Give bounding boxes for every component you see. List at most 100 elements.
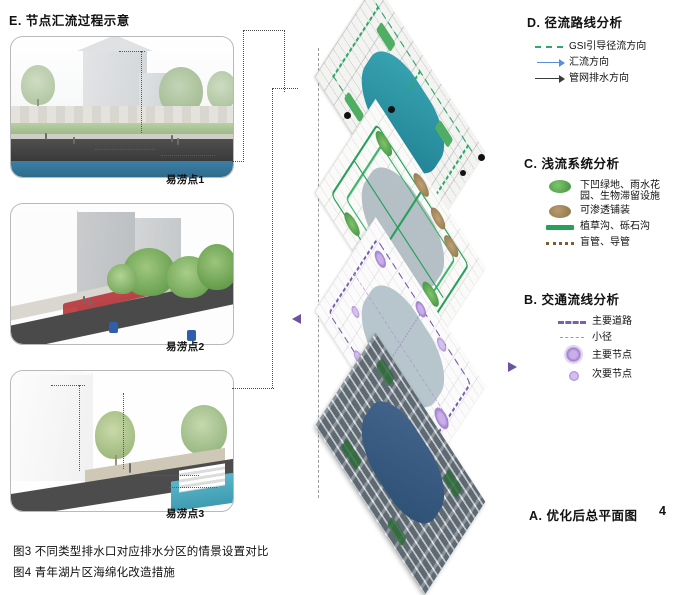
pedestrian xyxy=(83,296,85,303)
legend-label: 可渗透铺装 xyxy=(580,205,630,217)
legend-label: 小径 xyxy=(592,332,612,343)
legend-item: 汇流方向 xyxy=(535,57,646,70)
purple-burst-minor-icon xyxy=(558,369,588,382)
legend-item: 次要节点 xyxy=(558,369,632,382)
photo-3-caption: 易涝点3 xyxy=(166,508,205,520)
flow-dotted-line xyxy=(169,487,217,488)
photo-card-2 xyxy=(10,203,234,345)
pedestrian xyxy=(129,463,131,473)
panel-D-title: D. 径流路线分析 xyxy=(527,16,623,30)
leader-line xyxy=(272,88,298,89)
tree-icon xyxy=(107,264,137,294)
pedestrian xyxy=(45,133,47,140)
grass-swale xyxy=(11,123,233,134)
photo-1-render xyxy=(11,37,233,177)
leader-line xyxy=(243,30,285,31)
flow-dotted-line xyxy=(119,51,145,52)
legend-label: 汇流方向 xyxy=(569,57,609,68)
photo-2-render xyxy=(11,204,233,344)
tree-icon xyxy=(181,405,227,455)
dashed-green-line-icon xyxy=(535,41,565,54)
flow-dotted-line xyxy=(79,385,80,471)
outfall-node xyxy=(460,170,466,176)
figure-caption-3: 图3 不同类型排水口对应排水分区的情景设置对比 xyxy=(13,546,269,558)
tree-icon xyxy=(207,71,233,109)
legend-item: 小径 xyxy=(558,332,632,345)
leader-line xyxy=(272,88,273,388)
panel-B-legend: B. 交通流线分析 主要道路 小径 主要节点 次要节点 xyxy=(524,289,632,385)
legend-item: 下凹绿地、雨水花园、生物滞留设施 xyxy=(546,180,672,202)
figure-caption-4: 图4 青年湖片区海绵化改造措施 xyxy=(13,567,176,579)
purple-burst-major-icon xyxy=(558,347,588,364)
panel-E-title: E. 节点汇流过程示意 xyxy=(9,14,130,28)
green-bar-icon xyxy=(546,221,576,234)
photo-2-caption: 易涝点2 xyxy=(166,341,205,353)
leader-line xyxy=(243,30,244,162)
legend-item: 主要道路 xyxy=(558,316,632,329)
legend-label: 主要道路 xyxy=(592,316,632,327)
flow-dotted-line xyxy=(143,475,199,476)
panel-B-title: B. 交通流线分析 xyxy=(524,293,620,307)
brown-dots-icon xyxy=(546,237,576,250)
direction-arrow xyxy=(508,362,517,372)
leader-line xyxy=(232,388,274,389)
map-layer-A xyxy=(282,332,532,595)
legend-label: GSI引导径流方向 xyxy=(569,41,647,52)
pedestrian xyxy=(177,138,179,145)
legend-label: 管网排水方向 xyxy=(569,73,629,84)
road xyxy=(11,139,233,161)
paving-strip xyxy=(11,106,233,123)
building xyxy=(11,371,93,481)
tree-icon xyxy=(197,244,233,290)
legend-item: 主要节点 xyxy=(558,347,632,364)
tree-icon xyxy=(135,397,187,451)
pedestrian xyxy=(73,137,75,144)
blue-arrow-icon xyxy=(535,57,565,70)
flow-dotted-line xyxy=(95,149,155,150)
legend-item: GSI引导径流方向 xyxy=(535,41,646,54)
brown-blob-icon xyxy=(546,205,576,219)
legend-item: 可渗透铺装 xyxy=(546,205,672,219)
flow-dotted-line xyxy=(161,155,215,156)
purple-dashed-thin-icon xyxy=(558,332,588,345)
panel-A-title: A. 优化后总平面图 xyxy=(529,509,638,523)
legend-label: 植草沟、砾石沟 xyxy=(580,221,650,233)
legend-item: 盲管、导管 xyxy=(546,237,672,250)
waste-bin xyxy=(187,330,196,341)
photo-card-3 xyxy=(10,370,234,512)
alignment-guide xyxy=(318,48,319,498)
dark-arrow-icon xyxy=(535,73,565,86)
flow-dotted-line xyxy=(51,385,85,386)
legend-item: 植草沟、砾石沟 xyxy=(546,221,672,234)
legend-label: 盲管、导管 xyxy=(580,237,630,249)
pedestrian xyxy=(89,299,91,306)
outfall-node xyxy=(478,154,485,161)
legend-label: 次要节点 xyxy=(592,369,632,380)
waste-bin xyxy=(109,322,118,333)
outfall-node xyxy=(344,112,351,119)
outfall-node xyxy=(388,106,395,113)
panel-C-legend: C. 浅流系统分析 下凹绿地、雨水花园、生物滞留设施 可渗透铺装 植草沟、砾石沟… xyxy=(524,153,672,253)
legend-label: 下凹绿地、雨水花园、生物滞留设施 xyxy=(580,180,660,203)
photo-card-1 xyxy=(10,36,234,178)
tree-icon xyxy=(95,411,135,459)
green-blob-icon xyxy=(546,180,576,193)
panel-D-legend: D. 径流路线分析 GSI引导径流方向 汇流方向 管网排水方向 xyxy=(527,12,646,89)
kerb xyxy=(11,134,233,139)
direction-arrow xyxy=(292,314,301,324)
photo-1-caption: 易涝点1 xyxy=(166,174,205,186)
photo-3-render xyxy=(11,371,233,511)
flow-dotted-line xyxy=(141,51,142,133)
figure-number-marker: 4 xyxy=(659,504,666,518)
leader-line xyxy=(232,161,244,162)
legend-item: 管网排水方向 xyxy=(535,73,646,86)
purple-dashed-thick-icon xyxy=(558,316,588,329)
leader-line xyxy=(284,30,285,92)
legend-label: 主要节点 xyxy=(592,350,632,361)
figure-canvas: E. 节点汇流过程示意 xyxy=(9,0,672,595)
flow-dotted-line xyxy=(123,393,124,469)
panel-C-title: C. 浅流系统分析 xyxy=(524,157,620,171)
pedestrian xyxy=(171,135,173,142)
water-channel xyxy=(11,161,233,177)
tree-icon xyxy=(21,65,55,105)
